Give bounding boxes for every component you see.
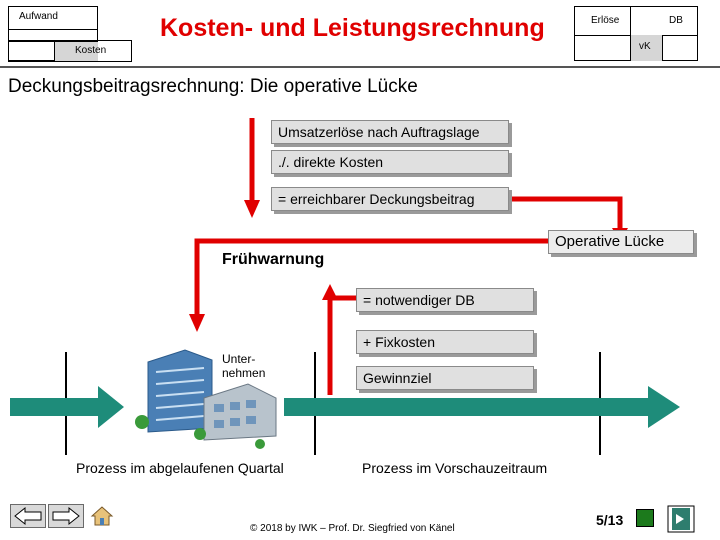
red-warning-loop	[189, 238, 548, 332]
header-db-cell	[630, 6, 698, 36]
box-erreichbarer-db: = erreichbarer Deckungsbeitrag	[271, 187, 509, 211]
arrow-left-icon	[14, 506, 42, 526]
left-period-label: Prozess im abgelaufenen Quartal	[76, 460, 284, 476]
header-divider-2	[54, 41, 98, 61]
home-button[interactable]	[90, 504, 114, 528]
header-kosten-cell	[54, 41, 98, 61]
header-divider-3	[9, 29, 98, 30]
box-operative-luecke: Operative Lücke	[548, 230, 694, 254]
timeline-left-arrow	[10, 386, 124, 428]
header-erloese-label: Erlöse	[591, 15, 620, 26]
status-square	[636, 509, 654, 527]
right-period-label: Prozess im Vorschauzeitraum	[362, 460, 548, 476]
box-fixkosten: + Fixkosten	[356, 330, 534, 354]
box-umsatzerloese: Umsatzerlöse nach Auftragslage	[271, 120, 509, 144]
header-vk-cell	[630, 35, 663, 61]
red-down-arrow-top	[244, 118, 260, 218]
home-icon	[90, 506, 114, 526]
building-icon	[126, 349, 284, 454]
box-gewinnziel: Gewinnziel	[356, 366, 534, 390]
prev-slide-button[interactable]	[10, 504, 46, 528]
company-label: Unter- nehmen	[222, 352, 266, 380]
slide-subtitle: Deckungsbeitragsrechnung: Die operative …	[8, 76, 418, 97]
header-db-label: DB	[669, 15, 683, 26]
box-notwendiger-db: = notwendiger DB	[356, 288, 534, 312]
next-slide-button[interactable]	[48, 504, 84, 528]
header-kosten-box: Kosten	[8, 40, 132, 62]
page-number: 5/13	[596, 512, 624, 528]
box-direkte-kosten: ./. direkte Kosten	[271, 150, 509, 174]
header-right-box: Erlöse DB vK	[574, 6, 698, 61]
arrow-right-icon	[52, 506, 80, 526]
header-separator	[0, 66, 720, 68]
label-fruehwarnung: Frühwarnung	[222, 251, 325, 268]
header-aufwand-label: Aufwand	[19, 11, 58, 22]
header-kosten-label: Kosten	[75, 45, 107, 56]
header-divider	[9, 41, 54, 61]
timeline-right-arrow	[270, 386, 680, 428]
exit-button[interactable]	[664, 504, 698, 534]
exit-icon	[667, 505, 695, 533]
copyright: © 2018 by IWK – Prof. Dr. Siegfried von …	[250, 523, 455, 534]
header-left-box: Aufwand	[8, 6, 98, 61]
header-vk-label: vK	[639, 41, 651, 52]
page-title: Kosten- und Leistungsrechnung	[160, 14, 545, 42]
